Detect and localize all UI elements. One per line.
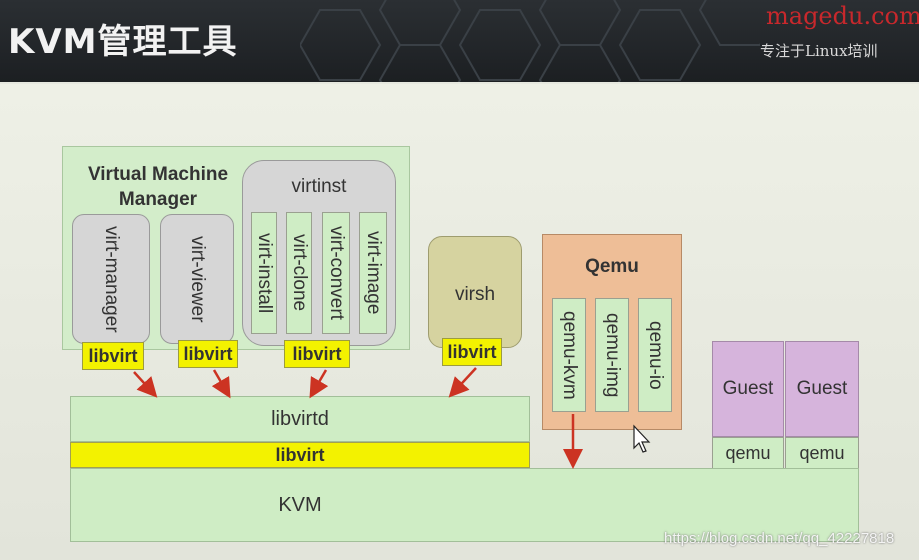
libvirt-layer-label: libvirt: [275, 445, 325, 465]
virt-install-label: virt-install: [254, 232, 275, 314]
virt-image-label: virt-image: [363, 231, 384, 315]
libvirt-layer: [70, 442, 530, 468]
kvm-label: KVM: [278, 494, 322, 516]
vmm-title: Virtual Machine Manager: [87, 164, 229, 210]
qemu-kvm-label: qemu-kvm: [559, 310, 580, 400]
guest-qemu-label-2: qemu: [799, 443, 845, 463]
virt-viewer-box: virt-viewer: [160, 214, 234, 344]
virt-convert-label: virt-convert: [326, 226, 347, 320]
virsh-label: virsh: [454, 284, 496, 305]
virt-manager-label: virt-manager: [101, 225, 122, 333]
virt-image-box: virt-image: [359, 212, 387, 334]
guest-qemu-box-1: [712, 437, 784, 469]
guest-qemu-label-1: qemu: [725, 443, 771, 463]
libvirt-tag-manager: libvirt: [82, 342, 144, 370]
virt-clone-label: virt-clone: [289, 234, 310, 312]
guest-box-1: [712, 341, 784, 437]
virt-convert-box: virt-convert: [322, 212, 350, 334]
qemu-io-box: qemu-io: [638, 298, 672, 412]
watermark: https://blog.csdn.net/qq_42227818: [664, 530, 895, 547]
libvirt-tag-virtinst: libvirt: [284, 340, 350, 368]
libvirtd-layer: [70, 396, 530, 442]
brand-logo: magedu.com: [766, 2, 919, 30]
virtinst-title: virtinst: [291, 176, 347, 197]
guest-label-1: Guest: [722, 378, 774, 399]
guest-box-2: [785, 341, 859, 437]
qemu-img-label: qemu-img: [602, 312, 623, 398]
qemu-title: Qemu: [585, 256, 639, 277]
virt-clone-box: virt-clone: [286, 212, 312, 334]
arrow-virtinst: [309, 369, 329, 399]
arrow-viewer: [211, 369, 231, 399]
kvm-layer: [70, 468, 859, 542]
virt-viewer-label: virt-viewer: [187, 235, 208, 323]
arrow-manager: [133, 371, 158, 398]
virt-manager-box: virt-manager: [72, 214, 150, 344]
hexagon-pattern: [300, 0, 760, 82]
guest-label-2: Guest: [796, 378, 848, 399]
page-title: KVM管理工具: [8, 22, 238, 62]
qemu-kvm-box: qemu-kvm: [552, 298, 586, 412]
qemu-img-box: qemu-img: [595, 298, 629, 412]
title-bar: KVM管理工具 magedu.com 专注于Linux培训: [0, 0, 919, 82]
virt-install-box: virt-install: [251, 212, 277, 334]
brand-slogan: 专注于Linux培训: [760, 42, 878, 60]
libvirtd-label: libvirtd: [271, 408, 329, 430]
arrow-virsh: [448, 367, 477, 398]
virsh-box: [428, 236, 522, 348]
cursor-icon: [633, 424, 651, 453]
qemu-io-label: qemu-io: [645, 320, 666, 390]
libvirt-tag-virsh: libvirt: [442, 338, 502, 366]
libvirt-tag-viewer: libvirt: [178, 340, 238, 368]
